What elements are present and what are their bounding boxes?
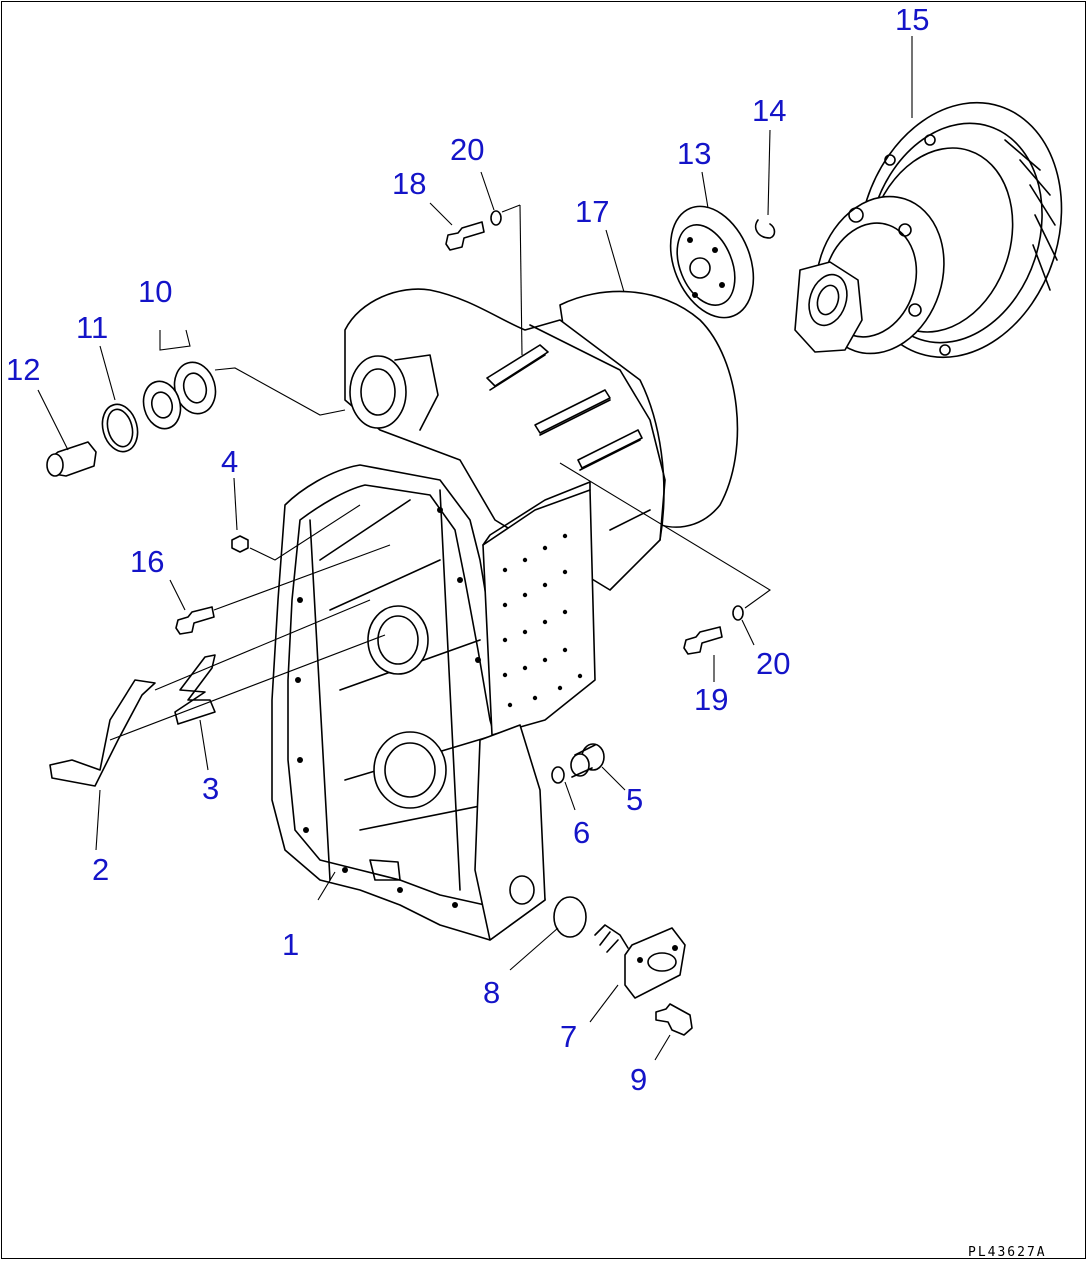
callout-4: 4 <box>221 444 238 479</box>
callout-12: 12 <box>6 352 40 387</box>
callout-16: 16 <box>130 544 164 579</box>
callout-3: 3 <box>202 771 219 806</box>
part-19-bolt <box>683 626 723 655</box>
part-7-filter-cover <box>594 924 686 999</box>
drawing-code: PL43627A <box>968 1245 1047 1260</box>
callout-14: 14 <box>752 93 786 128</box>
part-10-bearing <box>142 361 217 430</box>
part-9-bolt <box>655 1003 693 1036</box>
part-18-bolt <box>445 221 485 251</box>
part-11-snap-ring <box>101 403 139 453</box>
part-14-snap-ring <box>754 219 776 239</box>
part-12-bolt <box>46 441 97 477</box>
callout-13: 13 <box>677 136 711 171</box>
callout-5: 5 <box>626 782 643 817</box>
part-15-gear-assembly <box>794 101 1063 359</box>
valve-body-holes <box>502 533 583 708</box>
part-20-washer-lower <box>732 605 744 621</box>
callout-20-top: 20 <box>450 132 484 167</box>
callout-15: 15 <box>895 2 929 37</box>
callout-labels: 15 14 13 17 20 18 10 11 12 4 16 20 19 3 … <box>6 2 1047 1260</box>
part-6-o-ring <box>551 766 565 784</box>
callout-20-bottom: 20 <box>756 646 790 681</box>
part-3-bracket <box>174 654 216 725</box>
part-1-transmission-case <box>271 288 739 941</box>
part-13-plate <box>669 205 755 319</box>
callout-7: 7 <box>560 1019 577 1054</box>
part-5-plug <box>570 743 605 778</box>
part-8-gasket <box>553 896 587 938</box>
part-20-washer-upper <box>490 210 502 226</box>
part-16-bolt <box>175 606 215 635</box>
callout-17: 17 <box>575 194 609 229</box>
callout-18: 18 <box>392 166 426 201</box>
callout-1: 1 <box>282 927 299 962</box>
part-2-dipstick-tube <box>49 679 156 787</box>
callout-19: 19 <box>694 682 728 717</box>
callout-6: 6 <box>573 815 590 850</box>
callout-leaders <box>37 36 913 1061</box>
callout-9: 9 <box>630 1062 647 1097</box>
callout-2: 2 <box>92 852 109 887</box>
callout-11: 11 <box>76 310 108 345</box>
callout-8: 8 <box>483 975 500 1010</box>
callout-10: 10 <box>138 274 172 309</box>
part-4-plug <box>231 535 249 553</box>
